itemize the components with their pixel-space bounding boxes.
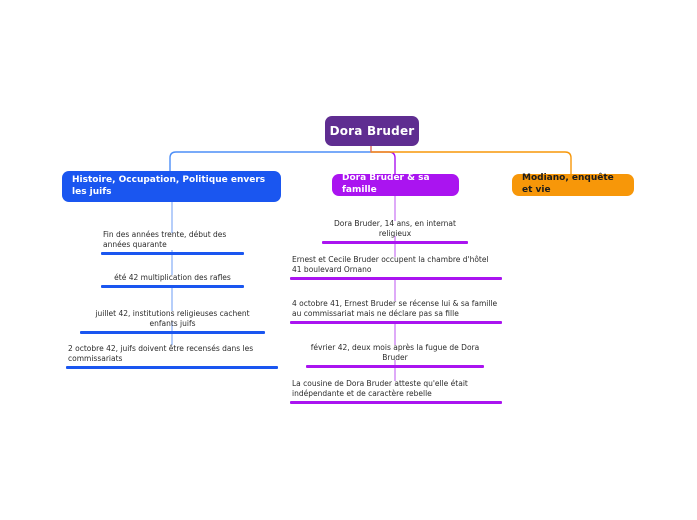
leaf-node-histoire-4[interactable]: 2 octobre 42, juifs doivent être recensé… <box>66 344 278 369</box>
leaf-node-famille-2-label: Ernest et Cecile Bruder occupent la cham… <box>292 255 489 274</box>
branch-node-modiano[interactable]: Modiano, enquête et vie <box>512 173 634 196</box>
leaf-node-famille-4-label: février 42, deux mois après la fugue de … <box>310 343 480 362</box>
leaf-node-famille-5[interactable]: La cousine de Dora Bruder atteste qu'ell… <box>290 379 502 404</box>
leaf-node-histoire-2[interactable]: été 42 multiplication des rafles <box>101 273 244 288</box>
leaf-node-histoire-1-label: Fin des années trente, début des années … <box>103 230 227 249</box>
leaf-node-histoire-2-label: été 42 multiplication des rafles <box>114 273 231 282</box>
root-node-label: Dora Bruder <box>329 124 415 138</box>
leaf-underline-bar <box>101 251 244 255</box>
branch-node-famille[interactable]: Dora Bruder & sa famille <box>332 173 459 196</box>
leaf-node-famille-5-label: La cousine de Dora Bruder atteste qu'ell… <box>292 379 468 398</box>
leaf-underline-bar <box>101 284 244 288</box>
leaf-node-histoire-4-label: 2 octobre 42, juifs doivent être recensé… <box>68 344 254 363</box>
leaf-underline-bar <box>290 276 502 280</box>
leaf-underline-bar <box>322 240 468 244</box>
leaf-underline-bar <box>80 330 265 334</box>
branch-node-modiano-label: Modiano, enquête et vie <box>522 173 614 195</box>
leaf-node-famille-1-label: Dora Bruder, 14 ans, en internat religie… <box>334 219 456 238</box>
leaf-node-famille-1[interactable]: Dora Bruder, 14 ans, en internat religie… <box>322 219 468 244</box>
leaf-underline-bar <box>66 365 278 369</box>
leaf-node-famille-3-label: 4 octobre 41, Ernest Bruder se récense l… <box>292 299 498 318</box>
branch-node-histoire[interactable]: Histoire, Occupation, Politique envers l… <box>62 171 281 202</box>
leaf-node-famille-3[interactable]: 4 octobre 41, Ernest Bruder se récense l… <box>290 299 502 324</box>
root-node[interactable]: Dora Bruder <box>325 116 419 146</box>
leaf-node-histoire-3[interactable]: juillet 42, institutions religieuses cac… <box>80 309 265 334</box>
leaf-node-histoire-1[interactable]: Fin des années trente, début des années … <box>101 230 244 255</box>
branch-node-histoire-label: Histoire, Occupation, Politique envers l… <box>72 174 266 197</box>
branch-node-famille-label: Dora Bruder & sa famille <box>342 173 430 195</box>
leaf-node-famille-4[interactable]: février 42, deux mois après la fugue de … <box>306 343 484 368</box>
leaf-underline-bar <box>306 364 484 368</box>
leaf-node-famille-2[interactable]: Ernest et Cecile Bruder occupent la cham… <box>290 255 502 280</box>
leaf-node-histoire-3-label: juillet 42, institutions religieuses cac… <box>95 309 250 328</box>
leaf-underline-bar <box>290 320 502 324</box>
leaf-underline-bar <box>290 400 502 404</box>
